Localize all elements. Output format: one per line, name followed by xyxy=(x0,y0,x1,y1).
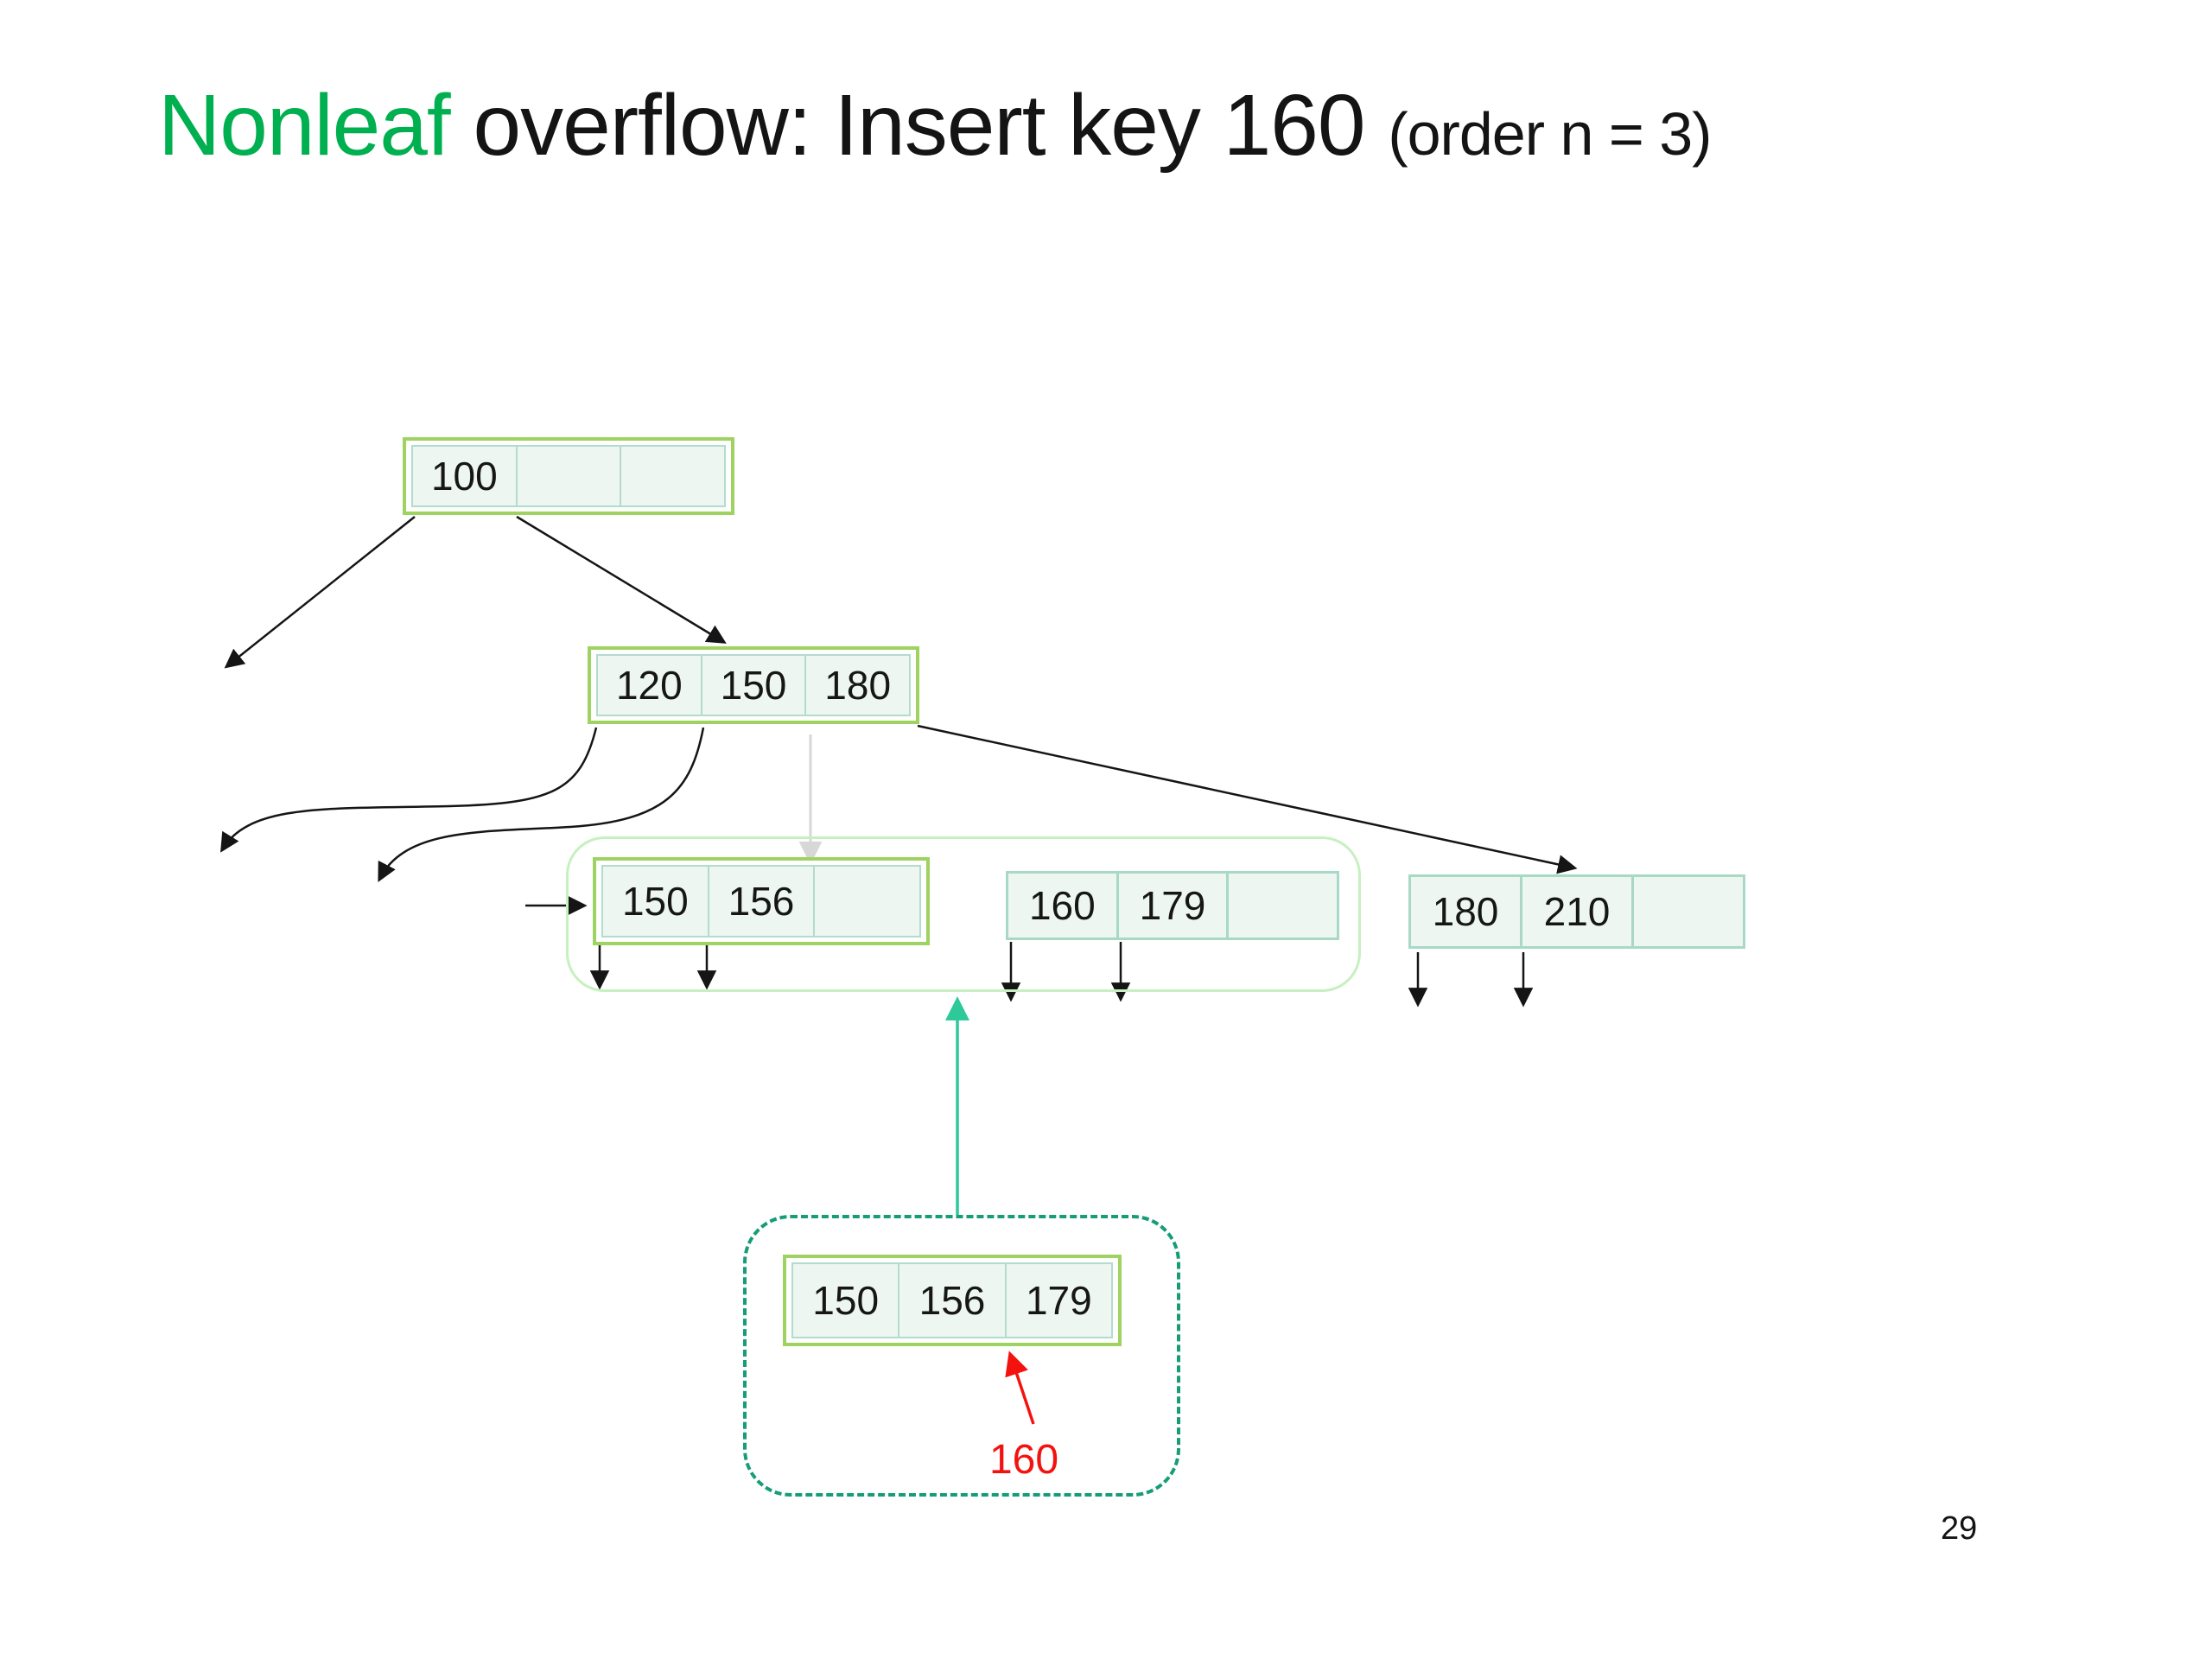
leaf-group-outline xyxy=(566,836,1361,992)
node-cell xyxy=(1229,871,1340,940)
node-cell: 150 xyxy=(702,654,807,716)
node-cell: 100 xyxy=(411,445,518,507)
leaf-node-right: 180 210 xyxy=(1408,874,1745,949)
root-node: 100 xyxy=(403,437,734,515)
node-cell: 180 xyxy=(1408,874,1522,949)
node-cell: 156 xyxy=(709,865,816,938)
root-right-pointer-arrow xyxy=(516,515,727,644)
node-cell: 180 xyxy=(806,654,912,716)
leaf-node-middle: 160 179 xyxy=(1006,871,1340,940)
inserted-key-label: 160 xyxy=(988,1437,1059,1483)
page-number: 29 xyxy=(1941,1510,1978,1547)
node-cell: 120 xyxy=(596,654,702,716)
internal-node-cells: 120 150 180 xyxy=(596,654,912,716)
page-title: Nonleaf overflow: Insert key 160 (order … xyxy=(158,76,2163,175)
node-cell: 179 xyxy=(1006,1262,1113,1338)
node-cell xyxy=(815,865,922,938)
title-highlight: Nonleaf xyxy=(158,77,451,174)
node-cell xyxy=(1634,874,1745,949)
leaf-node-left-cells: 150 156 xyxy=(601,865,922,938)
node-cell: 150 xyxy=(601,865,709,938)
node-cell: 156 xyxy=(899,1262,1007,1338)
internal-first-pointer-curved-arrow xyxy=(220,727,598,853)
leaf-node-middle-cells: 160 179 xyxy=(1006,871,1340,940)
leaf-node-right-cells: 180 210 xyxy=(1408,874,1745,949)
overflow-group-outline xyxy=(743,1215,1180,1497)
node-cell: 179 xyxy=(1118,871,1230,940)
node-cell: 210 xyxy=(1522,874,1634,949)
internal-node: 120 150 180 xyxy=(588,646,919,724)
title-main: overflow: Insert key 160 xyxy=(449,77,1389,174)
node-cell: 160 xyxy=(1006,871,1119,940)
node-cell: 150 xyxy=(791,1262,900,1338)
title-suffix: (order n = 3) xyxy=(1388,100,1712,168)
root-node-cells: 100 xyxy=(411,445,727,507)
overflow-leaf-node: 150 156 179 xyxy=(783,1255,1122,1346)
leaf-node-left: 150 156 xyxy=(593,857,930,945)
node-cell xyxy=(621,445,727,507)
overflow-leaf-node-cells: 150 156 179 xyxy=(791,1262,1113,1338)
node-cell xyxy=(517,445,622,507)
root-left-pointer-arrow xyxy=(224,516,416,669)
